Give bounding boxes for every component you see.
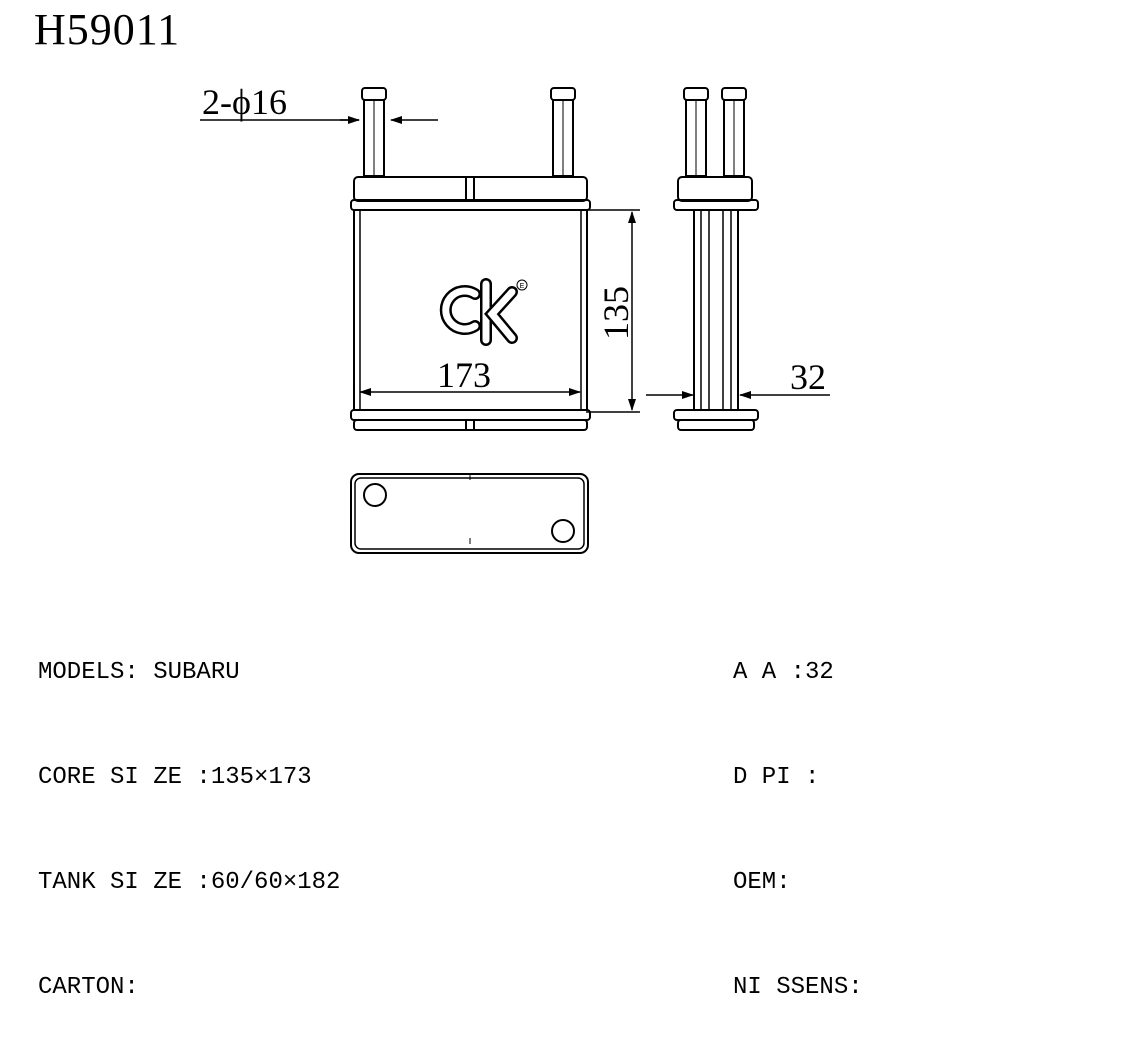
spec-tank-size: TANK SI ZE :60/60×182 bbox=[38, 869, 341, 896]
spec-core-size: CORE SI ZE :135×173 bbox=[38, 764, 312, 791]
spec-nissens: NI SSENS: bbox=[733, 974, 863, 1001]
inlet-hole bbox=[363, 483, 387, 507]
width-label: 173 bbox=[437, 355, 491, 395]
top-tank bbox=[350, 176, 591, 211]
part-number-title: H59011 bbox=[34, 5, 181, 54]
depth-label: 32 bbox=[790, 357, 826, 397]
brand-logo: E bbox=[439, 278, 528, 346]
top-view bbox=[350, 473, 589, 554]
bottom-tank bbox=[350, 409, 591, 431]
spec-oem: OEM: bbox=[733, 869, 791, 896]
height-label: 135 bbox=[596, 286, 636, 340]
height-dimension bbox=[586, 209, 640, 413]
spec-aa: A A :32 bbox=[733, 659, 834, 686]
heater-core-drawing: E 2-ϕ16 173 135 bbox=[200, 82, 830, 554]
spec-carton: CARTON: bbox=[38, 974, 139, 1001]
spec-models: MODELS: SUBARU bbox=[38, 659, 240, 686]
right-pipe bbox=[550, 87, 576, 177]
outlet-hole bbox=[551, 519, 575, 543]
logo-mark: E bbox=[520, 283, 525, 290]
side-view bbox=[673, 87, 759, 431]
spec-list-left: MODELS: SUBARU CORE SI ZE :135×173 TANK … bbox=[38, 585, 340, 1040]
spec-list-right: A A :32 D PI : OEM: NI SSENS: bbox=[733, 585, 863, 1040]
spec-dpi: D PI : bbox=[733, 764, 820, 791]
pipe-diameter-label: 2-ϕ16 bbox=[202, 82, 287, 122]
front-view bbox=[350, 87, 591, 431]
left-pipe bbox=[361, 87, 387, 177]
